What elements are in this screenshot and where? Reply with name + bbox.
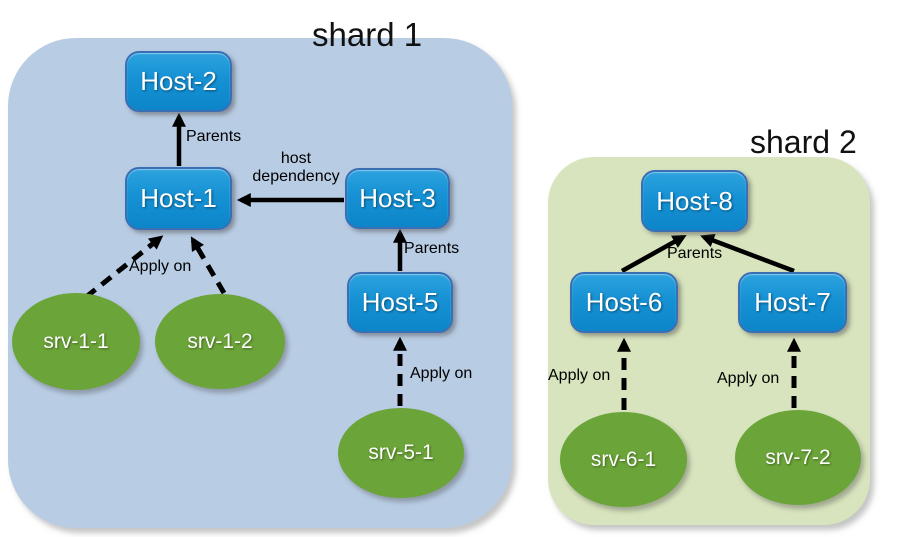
node-srv-1-1: srv-1-1 — [12, 293, 140, 390]
edge-label-host-dependency: host dependency — [252, 150, 340, 186]
node-srv-7-2: srv-7-2 — [735, 410, 861, 505]
edge-label-apply-on-srv1: Apply on — [129, 258, 192, 275]
arrow-host7-to-host8 — [700, 233, 795, 274]
shard-1-title: shard 1 — [312, 16, 423, 53]
arrow-srv12-to-host1 — [190, 236, 227, 295]
edge-label-apply-on-srv7: Apply on — [717, 370, 780, 387]
shard-2-title: shard 2 — [750, 124, 857, 160]
node-srv-5-1: srv-5-1 — [338, 408, 464, 498]
node-host-5: Host-5 — [347, 272, 453, 333]
node-srv-6-1: srv-6-1 — [560, 412, 687, 507]
edge-label-parents-host5-host3: Parents — [404, 240, 460, 257]
arrow-host6-to-host8 — [620, 234, 687, 273]
edge-label-apply-on-srv5: Apply on — [410, 365, 473, 382]
edge-label-parents-host1-host2: Parents — [186, 128, 242, 145]
node-srv-1-2: srv-1-2 — [155, 294, 285, 389]
node-host-8: Host-8 — [641, 170, 748, 232]
edge-label-apply-on-srv6: Apply on — [548, 367, 611, 384]
node-host-6: Host-6 — [570, 272, 678, 333]
arrow-srv11-to-host1 — [84, 235, 164, 299]
node-host-3: Host-3 — [345, 168, 450, 229]
node-host-1: Host-1 — [125, 167, 232, 230]
node-host-2: Host-2 — [125, 51, 232, 112]
node-host-7: Host-7 — [738, 272, 847, 333]
edge-label-parents-host67-host8: Parents — [667, 245, 723, 262]
